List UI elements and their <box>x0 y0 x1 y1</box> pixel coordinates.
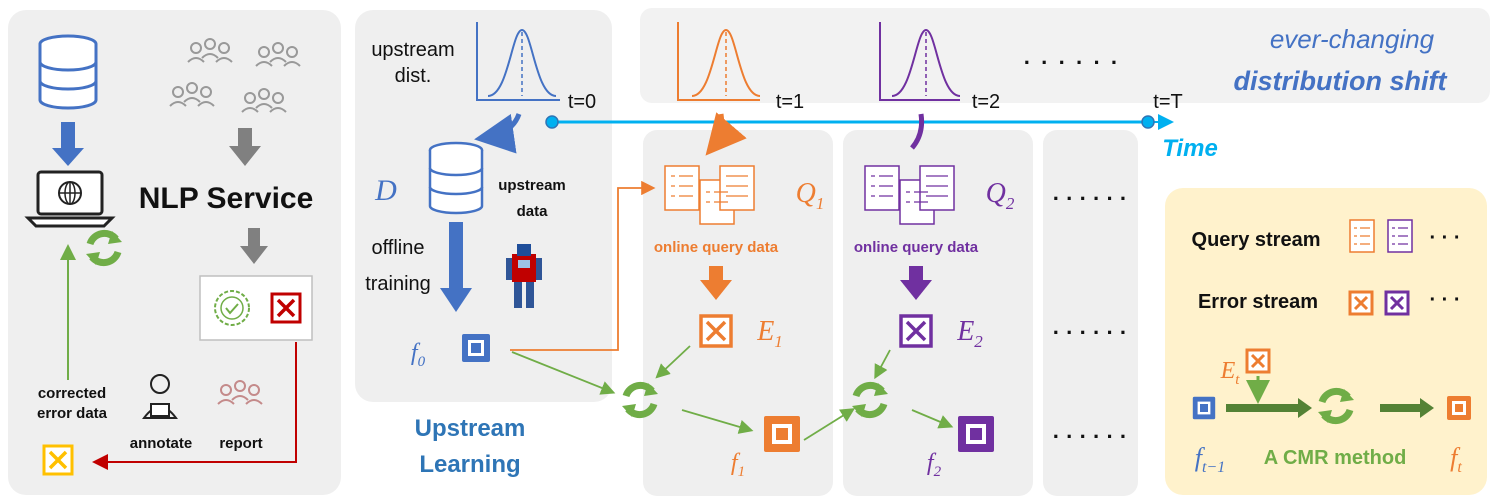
model-f2-chip-icon <box>958 416 994 452</box>
upstream-database-icon <box>428 141 484 215</box>
stage2-query-docs-icon <box>864 165 955 225</box>
upstream-data-label-line1: upstream <box>498 177 566 194</box>
t1-label: t=1 <box>776 91 804 113</box>
tT-label: t=T <box>1153 91 1182 113</box>
t0-label: t=0 <box>568 91 596 113</box>
legend-query-purple-icon <box>1387 219 1413 253</box>
legend-error-orange-icon <box>1348 290 1374 316</box>
legend-error-purple-icon <box>1384 290 1410 316</box>
legend-panel <box>1165 188 1487 495</box>
legend-et-symbol: Et <box>1220 358 1241 388</box>
upstream-data-label-line2: data <box>517 203 549 220</box>
t1-distribution-icon <box>677 22 761 101</box>
t2-label: t=2 <box>972 91 1000 113</box>
annotator-icon <box>142 374 178 419</box>
check-badge-icon <box>214 290 250 326</box>
distribution-shift-header-line2: distribution shift <box>1234 66 1448 96</box>
more-dots-3: · · · · · · <box>1053 424 1128 449</box>
error-e2-symbol: E2 <box>956 316 983 351</box>
report-arrow <box>92 342 297 470</box>
robot-icon <box>506 244 542 308</box>
model-f0-chip-icon <box>462 334 490 362</box>
legend-query-stream-label: Query stream <box>1192 229 1321 251</box>
legend-model-next-chip-icon <box>1447 396 1471 420</box>
stage1-panel <box>643 130 833 496</box>
upstream-dist-label-line2: dist. <box>395 65 432 87</box>
more-dots-1: · · · · · · <box>1053 186 1128 211</box>
users-group-icon <box>169 38 301 113</box>
t2-distribution-icon <box>879 22 961 101</box>
upstream-learning-title-line1: Upstream <box>415 415 526 442</box>
corrected-label-line1: corrected <box>38 385 106 402</box>
tT-marker <box>1141 115 1155 129</box>
error-e1-symbol: E1 <box>756 316 783 351</box>
annotate-label: annotate <box>130 435 193 452</box>
query-q2-symbol: Q2 <box>986 178 1015 213</box>
upstream-distribution-icon <box>476 22 560 101</box>
legend-error-stream-label: Error stream <box>1198 291 1318 313</box>
distribution-shift-header-line1: ever-changing <box>1270 24 1435 54</box>
down-arrow-icon <box>229 146 261 166</box>
error-e2-icon <box>899 314 933 348</box>
offline-training-label-line2: training <box>365 273 431 295</box>
more-dots-2: · · · · · · <box>1053 320 1128 345</box>
offline-training-label-line1: offline <box>371 237 424 259</box>
model-f2-symbol: f2 <box>927 450 942 480</box>
service-title: NLP Service <box>139 182 314 215</box>
error-e1-icon <box>699 314 733 348</box>
legend-prev-model-symbol: ft−1 <box>1195 443 1225 476</box>
corrected-label-line2: error data <box>37 405 108 422</box>
legend-error-ellipsis: · · · <box>1429 289 1460 311</box>
query-q1-symbol: Q1 <box>796 178 825 213</box>
corrected-data-icon <box>42 444 74 476</box>
model-f1-chip-icon <box>764 416 800 452</box>
report-label: report <box>219 435 262 452</box>
stage1-query-label: online query data <box>654 239 779 256</box>
reporters-icon <box>217 380 263 405</box>
dataset-symbol: D <box>374 174 397 207</box>
legend-model-prev-chip-icon <box>1192 396 1216 420</box>
model-f0-symbol: f0 <box>411 340 426 370</box>
more-stages-panel <box>1043 130 1138 496</box>
stage2-query-label: online query data <box>854 239 979 256</box>
time-axis-label: Time <box>1162 135 1218 162</box>
timeline-ellipsis: · · · · · · <box>1024 50 1121 75</box>
legend-method-label: A CMR method <box>1264 447 1407 469</box>
upstream-dist-label-line1: upstream <box>371 39 454 61</box>
upstream-panel <box>355 10 612 402</box>
error-x-icon <box>270 292 302 324</box>
stage2-panel <box>843 130 1033 496</box>
legend-query-orange-icon <box>1349 219 1375 253</box>
model-f1-symbol: f1 <box>731 450 745 480</box>
legend-next-model-symbol: ft <box>1450 443 1462 476</box>
t0-marker <box>545 115 559 129</box>
legend-et-error-icon <box>1245 348 1271 374</box>
database-icon <box>38 34 98 110</box>
upstream-learning-title-line2: Learning <box>419 451 520 478</box>
stage1-query-docs-icon <box>664 165 755 225</box>
timeline-header-panel <box>640 8 1490 103</box>
legend-query-ellipsis: · · · <box>1429 227 1460 249</box>
laptop-icon <box>24 170 116 228</box>
service-panel <box>8 10 341 495</box>
